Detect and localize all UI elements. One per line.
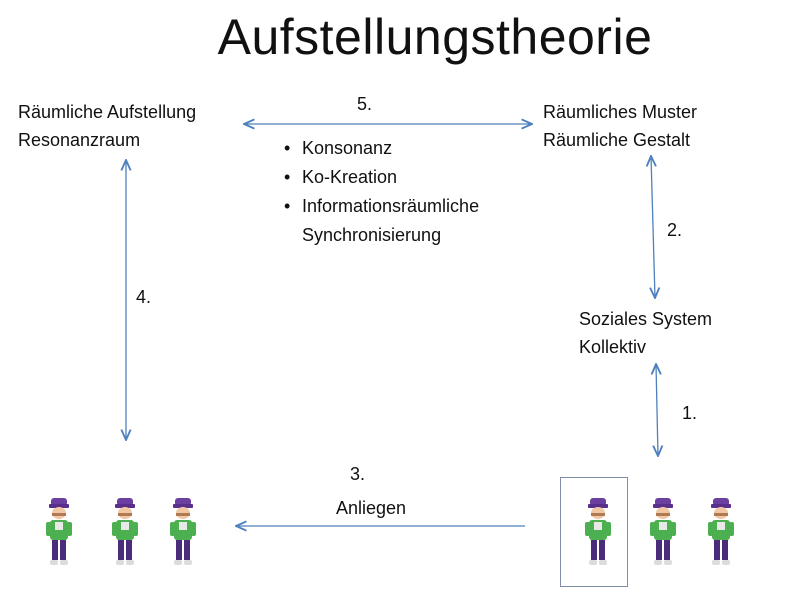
playmobil-figure-icon [46,498,72,565]
playmobil-figure-icon [112,498,138,565]
bullet-item: Ko-Kreation [284,163,542,192]
representative-frame [560,477,628,587]
node-middle-right-line1: Soziales System [579,309,713,329]
arrow-1 [656,364,658,456]
step-label-1: 1. [682,403,698,423]
step-label-3: 3. [350,464,366,484]
step-label-4: 4. [136,287,152,307]
playmobil-figure-icon [650,498,676,565]
step-label-2: 2. [667,220,683,240]
playmobil-figure-icon [170,498,196,565]
node-top-left-line1: Räumliche Aufstellung [18,102,197,122]
page-title: Aufstellungstheorie [217,9,653,65]
node-top-right: Räumliches Muster Räumliche Gestalt [543,98,697,154]
node-top-left-line2: Resonanzraum [18,130,141,150]
bullet-list: Konsonanz Ko-Kreation Informationsräumli… [284,134,542,250]
arrow-label-anliegen: Anliegen [336,498,407,518]
bullet-item: Konsonanz [284,134,542,163]
node-top-right-line1: Räumliches Muster [543,102,698,122]
bullet-item: Informationsräumliche Synchronisierung [284,192,542,250]
node-middle-right-line2: Kollektiv [579,337,647,357]
playmobil-figure-icon [708,498,734,565]
step-label-5: 5. [357,94,373,114]
node-top-left: Räumliche Aufstellung Resonanzraum [18,98,196,154]
playmobil-figure-icon [585,498,611,565]
node-middle-right: Soziales System Kollektiv [579,305,712,361]
node-top-right-line2: Räumliche Gestalt [543,130,691,150]
arrow-2 [651,156,655,298]
